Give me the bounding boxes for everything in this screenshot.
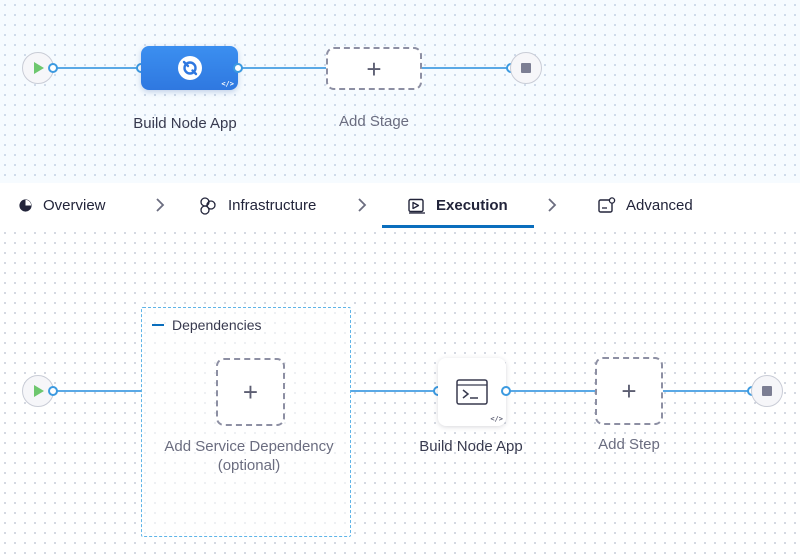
step-label: Build Node App	[419, 438, 523, 455]
tab-infrastructure[interactable]: Infrastructure	[198, 183, 316, 228]
active-tab-indicator	[382, 225, 534, 228]
tab-advanced[interactable]: Advanced	[598, 183, 693, 228]
dependencies-title: Dependencies	[172, 317, 262, 333]
ci-stage-icon	[177, 56, 202, 80]
play-icon	[34, 385, 44, 397]
add-stage-label: Add Stage	[338, 113, 410, 130]
stage-output-port	[233, 63, 243, 73]
tab-execution-label: Execution	[436, 197, 508, 214]
add-service-dependency-label: Add Service Dependency (optional)	[146, 437, 352, 475]
advanced-icon	[598, 197, 616, 213]
tab-overview-label: Overview	[43, 197, 106, 214]
code-icon: </>	[490, 415, 503, 423]
connector-line	[663, 390, 752, 392]
plus-icon: +	[366, 53, 382, 84]
collapse-icon[interactable]	[152, 324, 164, 326]
terminal-icon	[456, 379, 488, 405]
connector-line	[53, 67, 141, 69]
stage-build-node-app[interactable]: </>	[141, 46, 238, 90]
stop-icon	[762, 386, 772, 396]
stage-label: Build Node App	[133, 115, 237, 132]
connector-line	[351, 390, 438, 392]
play-icon	[34, 62, 44, 74]
add-service-dependency-button[interactable]: +	[216, 358, 285, 426]
connector-line	[53, 390, 141, 392]
add-service-dependency-text: Add Service Dependency	[164, 438, 334, 455]
plus-icon: +	[242, 377, 259, 407]
overview-icon	[19, 199, 32, 212]
connector-line	[238, 67, 326, 69]
start-port	[48, 386, 58, 396]
execution-icon	[408, 198, 425, 214]
add-stage-button[interactable]: +	[326, 47, 422, 90]
optional-text: (optional)	[217, 457, 281, 474]
stop-icon	[521, 63, 531, 73]
pipeline-end-node[interactable]	[510, 52, 542, 84]
start-port	[48, 63, 58, 73]
add-step-button[interactable]: +	[595, 357, 663, 425]
dependencies-header[interactable]: Dependencies	[152, 317, 262, 333]
tab-infrastructure-label: Infrastructure	[228, 197, 317, 214]
step-build-node-app[interactable]: </>	[438, 358, 506, 426]
step-output-port	[501, 386, 511, 396]
chevron-right-icon	[156, 198, 165, 212]
chevron-right-icon	[358, 198, 367, 212]
tab-execution[interactable]: Execution	[408, 183, 508, 228]
infrastructure-icon	[200, 196, 216, 215]
pipeline-canvas	[0, 0, 800, 183]
connector-line	[506, 390, 595, 392]
plus-icon: +	[621, 376, 637, 406]
execution-end-node[interactable]	[751, 375, 783, 407]
tab-overview[interactable]: Overview	[18, 183, 106, 228]
connector-line	[421, 67, 511, 69]
stage-tabs: Overview Infrastructure Execution Advanc…	[0, 183, 800, 228]
add-step-label: Add Step	[598, 436, 660, 453]
code-icon: </>	[221, 80, 234, 88]
tab-advanced-label: Advanced	[626, 197, 693, 214]
chevron-right-icon	[548, 198, 557, 212]
